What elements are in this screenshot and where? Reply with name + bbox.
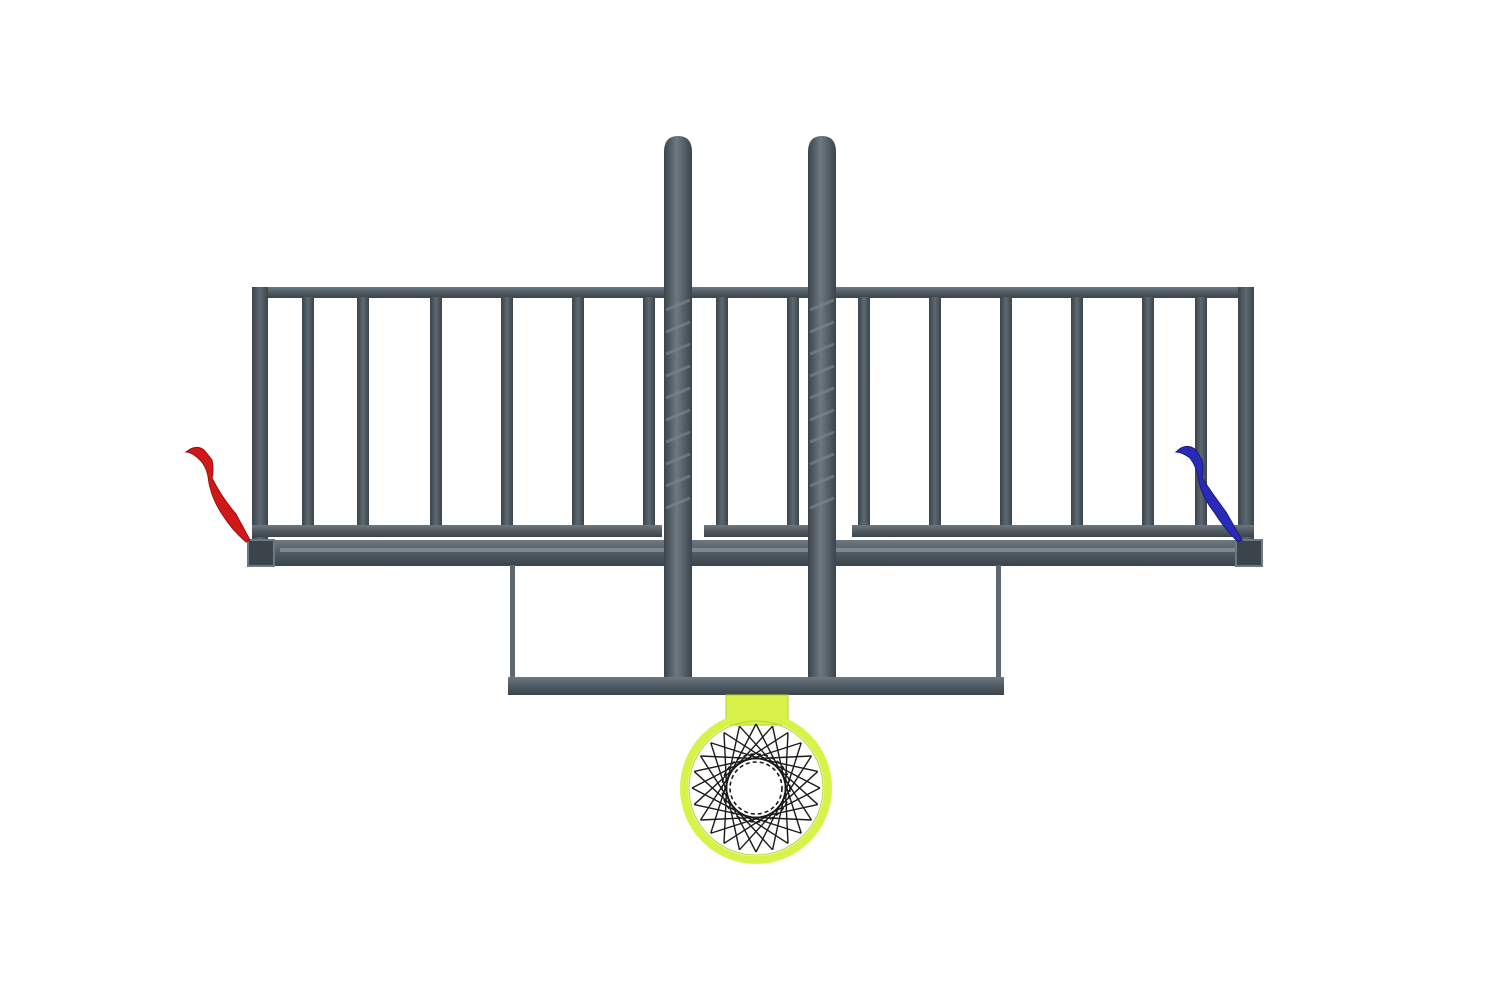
- railing-end-post-left: [252, 287, 268, 545]
- hoop-rim: [680, 712, 832, 864]
- blue-flag: [1174, 446, 1243, 543]
- railing-baluster: [716, 297, 728, 527]
- post-stripe: [665, 474, 691, 488]
- backboard-frame-left-bar: [510, 565, 515, 680]
- main-beam-cap-right: [1235, 539, 1263, 567]
- post-stripe: [665, 364, 691, 378]
- hoop-net: [691, 723, 821, 853]
- post-stripe: [809, 298, 835, 312]
- railing-baluster: [929, 297, 941, 527]
- red-flag: [184, 446, 251, 543]
- hoop: [680, 694, 832, 864]
- backboard-frame-right-bar: [996, 565, 1001, 680]
- railing-baluster: [1000, 297, 1012, 527]
- railing-bottom-rail-left: [252, 525, 662, 537]
- railing-bottom-rail-middle: [704, 525, 808, 537]
- railing-baluster: [430, 297, 442, 527]
- blue-flag-icon: [1174, 446, 1243, 543]
- net-strand: [755, 757, 818, 773]
- main-beam-cap-left: [247, 539, 275, 567]
- main-beam-body: [248, 540, 1262, 566]
- railing-balusters: [302, 297, 1207, 527]
- post-stripe: [809, 386, 835, 400]
- net-strand: [770, 770, 819, 815]
- post-stripe: [665, 408, 691, 422]
- net-strand: [781, 742, 802, 804]
- railing: [252, 287, 1254, 545]
- railing-baluster: [1142, 297, 1154, 527]
- railing-baluster: [302, 297, 314, 527]
- post-stripe: [665, 386, 691, 400]
- post-stripe: [665, 430, 691, 444]
- railing-baluster: [572, 297, 584, 527]
- main-beam: [247, 539, 1263, 567]
- post-stripe: [665, 298, 691, 312]
- post-stripe: [665, 452, 691, 466]
- net-inner-ring: [729, 761, 783, 815]
- post-stripe: [665, 320, 691, 334]
- railing-baluster: [501, 297, 513, 527]
- railing-baluster: [643, 297, 655, 527]
- goal-post-right: [808, 136, 836, 677]
- net-inner-ring: [725, 757, 787, 819]
- main-beam-highlight: [280, 548, 1238, 552]
- post-stripe: [809, 408, 835, 422]
- post-stripe: [809, 320, 835, 334]
- backboard-frame-bottom-bar: [508, 677, 1004, 695]
- net-strand: [776, 755, 813, 810]
- goal-posts: [664, 136, 836, 677]
- railing-end-post-right: [1238, 287, 1254, 545]
- railing-top-rail: [252, 287, 1254, 298]
- backboard-frame: [508, 565, 1004, 695]
- post-stripe: [809, 474, 835, 488]
- railing-baluster: [858, 297, 870, 527]
- post-stripe: [809, 496, 835, 510]
- railing-bottom-rail-right: [852, 525, 1254, 537]
- red-flag-icon: [184, 446, 251, 543]
- post-stripes: [665, 298, 835, 510]
- post-stripe: [809, 342, 835, 356]
- net-inner-ring: [721, 753, 791, 823]
- post-stripe: [809, 430, 835, 444]
- railing-baluster: [357, 297, 369, 527]
- goal-post-left: [664, 136, 692, 677]
- post-stripe: [809, 452, 835, 466]
- railing-baluster: [787, 297, 799, 527]
- post-stripe: [809, 364, 835, 378]
- hoop-rim-inner-edge: [688, 720, 824, 856]
- post-stripe: [665, 342, 691, 356]
- post-stripe: [665, 496, 691, 510]
- railing-baluster: [1071, 297, 1083, 527]
